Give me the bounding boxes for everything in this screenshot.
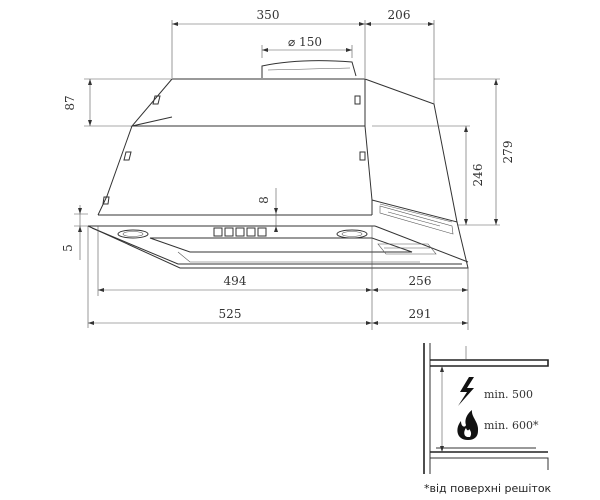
- dim-top-width: 350: [257, 8, 280, 22]
- dim-panel-width: 494: [224, 274, 247, 288]
- dim-duct-diameter: ⌀ 150: [288, 35, 322, 49]
- dim-overall-width: 525: [219, 307, 242, 321]
- flame-icon: [457, 410, 479, 440]
- label-min-electric: min. 500: [484, 388, 533, 401]
- hood-outline: [87, 60, 469, 269]
- dim-panel-depth: 256: [409, 274, 432, 288]
- installation-diagram: [423, 343, 549, 474]
- footnote: *від поверхні решіток: [424, 482, 552, 495]
- dimension-arrows: [78, 22, 498, 325]
- dim-flange-height: 8: [257, 196, 271, 204]
- dimension-lines: [74, 20, 500, 330]
- dim-side-height-total: 279: [501, 141, 515, 164]
- label-min-gas: min. 600*: [484, 419, 539, 432]
- dim-bottom-thickness: 5: [61, 244, 75, 252]
- dim-upper-height: 87: [63, 95, 77, 110]
- lightning-icon: [458, 377, 474, 406]
- dim-overall-depth: 291: [409, 307, 432, 321]
- dim-side-height-inner: 246: [471, 164, 485, 187]
- dim-top-depth: 206: [388, 8, 411, 22]
